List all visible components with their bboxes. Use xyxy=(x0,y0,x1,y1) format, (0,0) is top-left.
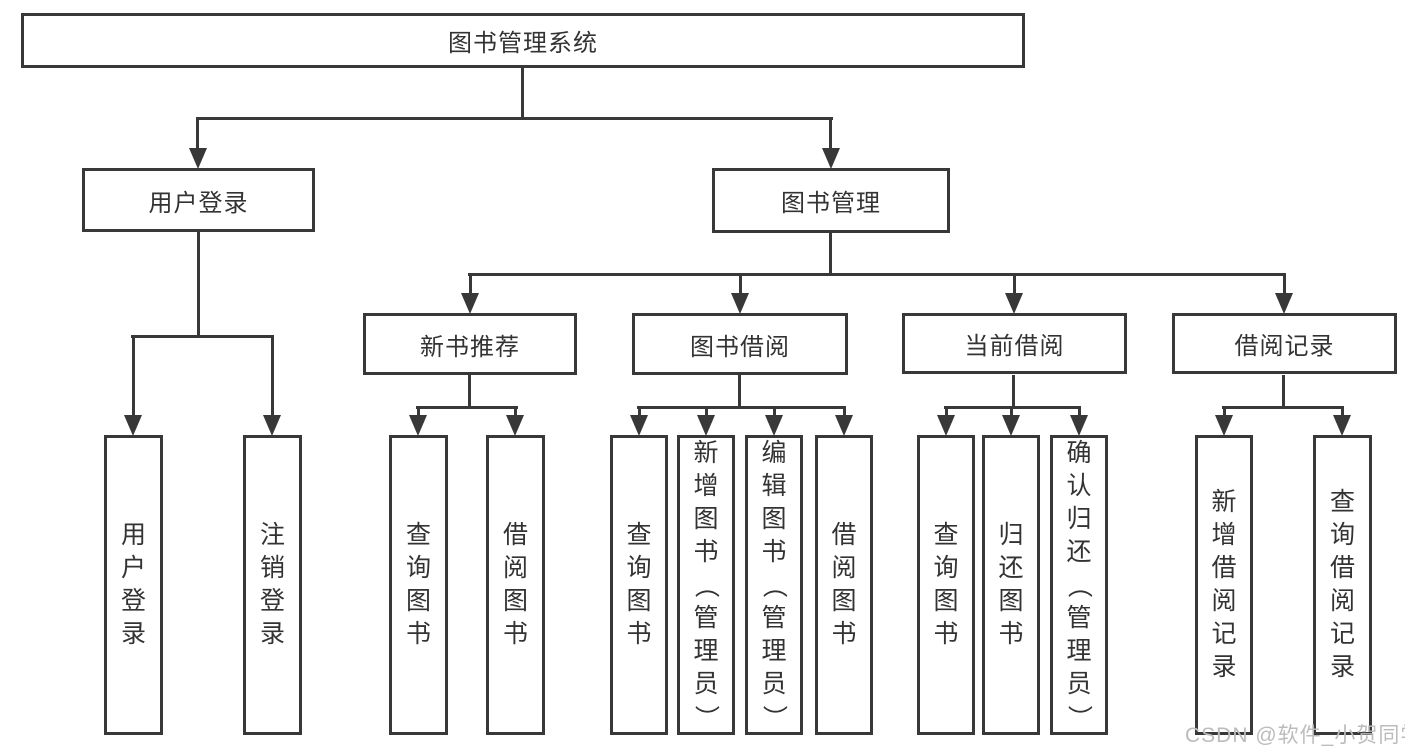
leaf-recommend-query-books-label: 查询图书 xyxy=(405,521,431,648)
connector-line xyxy=(468,375,471,406)
node-current-borrow-label: 当前借阅 xyxy=(964,333,1065,360)
leaf-current-query-books-label: 查询图书 xyxy=(933,521,959,648)
leaf-logout: 注销登录 xyxy=(243,435,302,735)
leaf-user-login: 用户登录 xyxy=(104,435,163,735)
arrowhead-down-icon xyxy=(1333,415,1351,436)
node-book-borrow: 图书借阅 xyxy=(632,313,848,375)
arrowhead-down-icon xyxy=(835,415,853,436)
connector-line xyxy=(131,335,274,338)
arrowhead-down-icon xyxy=(1002,415,1020,436)
leaf-current-confirm-return-admin-label: 确认归还（管理员） xyxy=(1065,438,1094,730)
leaf-user-login-label: 用户登录 xyxy=(120,521,146,648)
arrowhead-down-icon xyxy=(697,415,715,436)
leaf-borrow-add-books-admin: 新增图书（管理员） xyxy=(677,435,735,735)
connector-line xyxy=(1282,375,1285,406)
connector-line xyxy=(843,406,846,420)
connector-line xyxy=(132,335,135,417)
connector-line xyxy=(1223,406,1226,420)
connector-line xyxy=(468,273,1286,276)
arrowhead-down-icon xyxy=(630,415,648,436)
connector-line xyxy=(739,273,742,295)
leaf-borrow-query-books: 查询图书 xyxy=(610,435,668,735)
connector-line xyxy=(416,406,518,409)
connector-line xyxy=(1012,375,1015,406)
arrowhead-down-icon xyxy=(731,293,749,314)
node-user-login-label: 用户登录 xyxy=(148,189,249,217)
leaf-borrow-borrow-books-label: 借阅图书 xyxy=(831,521,857,648)
leaf-current-query-books: 查询图书 xyxy=(917,435,975,735)
connector-line xyxy=(829,117,832,150)
connector-line xyxy=(469,273,472,295)
arrowhead-down-icon xyxy=(263,415,281,436)
leaf-records-add-record-label: 新增借阅记录 xyxy=(1211,488,1237,681)
connector-line xyxy=(196,117,199,150)
node-book-management: 图书管理 xyxy=(712,168,950,233)
arrowhead-down-icon xyxy=(1005,293,1023,314)
leaf-borrow-add-books-admin-label: 新增图书（管理员） xyxy=(692,438,721,730)
leaf-recommend-query-books: 查询图书 xyxy=(389,435,448,735)
leaf-logout-label: 注销登录 xyxy=(259,521,285,648)
arrowhead-down-icon xyxy=(189,148,207,169)
connector-line xyxy=(1341,406,1344,420)
connector-line xyxy=(1013,273,1016,295)
node-book-borrow-label: 图书借阅 xyxy=(690,333,790,361)
node-borrow-records-label: 借阅记录 xyxy=(1234,333,1335,360)
node-new-book-recommend: 新书推荐 xyxy=(363,313,577,375)
arrowhead-down-icon xyxy=(822,148,840,169)
leaf-borrow-query-books-label: 查询图书 xyxy=(626,521,652,648)
leaf-borrow-borrow-books: 借阅图书 xyxy=(815,435,873,735)
node-current-borrow: 当前借阅 xyxy=(902,313,1127,374)
arrowhead-down-icon xyxy=(506,415,524,436)
arrowhead-down-icon xyxy=(765,415,783,436)
connector-line xyxy=(1078,406,1081,420)
connector-line xyxy=(705,406,708,420)
arrowhead-down-icon xyxy=(1070,415,1088,436)
connector-line xyxy=(945,406,948,420)
leaf-records-add-record: 新增借阅记录 xyxy=(1195,435,1253,735)
leaf-recommend-borrow-books: 借阅图书 xyxy=(486,435,545,735)
arrowhead-down-icon xyxy=(124,415,142,436)
connector-line xyxy=(638,406,641,420)
leaf-current-return-books-label: 归还图书 xyxy=(998,521,1024,648)
arrowhead-down-icon xyxy=(1215,415,1233,436)
connector-line xyxy=(637,406,846,409)
node-borrow-records: 借阅记录 xyxy=(1172,313,1397,374)
connector-line xyxy=(773,406,776,420)
connector-line xyxy=(1010,406,1013,420)
leaf-recommend-borrow-books-label: 借阅图书 xyxy=(502,521,528,648)
leaf-current-confirm-return-admin: 确认归还（管理员） xyxy=(1050,435,1108,735)
arrowhead-down-icon xyxy=(937,415,955,436)
leaf-records-query-record: 查询借阅记录 xyxy=(1313,435,1372,735)
connector-line xyxy=(1222,406,1344,409)
leaf-current-return-books: 归还图书 xyxy=(982,435,1040,735)
node-book-management-label: 图书管理 xyxy=(781,190,881,217)
arrowhead-down-icon xyxy=(461,293,479,314)
connector-line xyxy=(521,68,524,117)
connector-line xyxy=(829,233,832,273)
leaf-records-query-record-label: 查询借阅记录 xyxy=(1329,488,1355,681)
connector-line xyxy=(197,232,200,335)
connector-line xyxy=(738,375,741,406)
arrowhead-down-icon xyxy=(409,415,427,436)
connector-line xyxy=(1283,273,1286,295)
node-root: 图书管理系统 xyxy=(21,13,1025,68)
node-root-label: 图书管理系统 xyxy=(448,30,598,57)
node-new-book-recommend-label: 新书推荐 xyxy=(420,333,520,361)
connector-line xyxy=(417,406,420,420)
leaf-borrow-edit-books-admin: 编辑图书（管理员） xyxy=(745,435,803,735)
connector-line xyxy=(197,117,833,120)
leaf-borrow-edit-books-admin-label: 编辑图书（管理员） xyxy=(760,438,789,730)
watermark: CSDN @软件_小贺同学 xyxy=(1185,724,1405,747)
node-user-login: 用户登录 xyxy=(82,168,315,232)
connector-line xyxy=(514,406,517,420)
arrowhead-down-icon xyxy=(1275,293,1293,314)
connector-line xyxy=(271,335,274,417)
